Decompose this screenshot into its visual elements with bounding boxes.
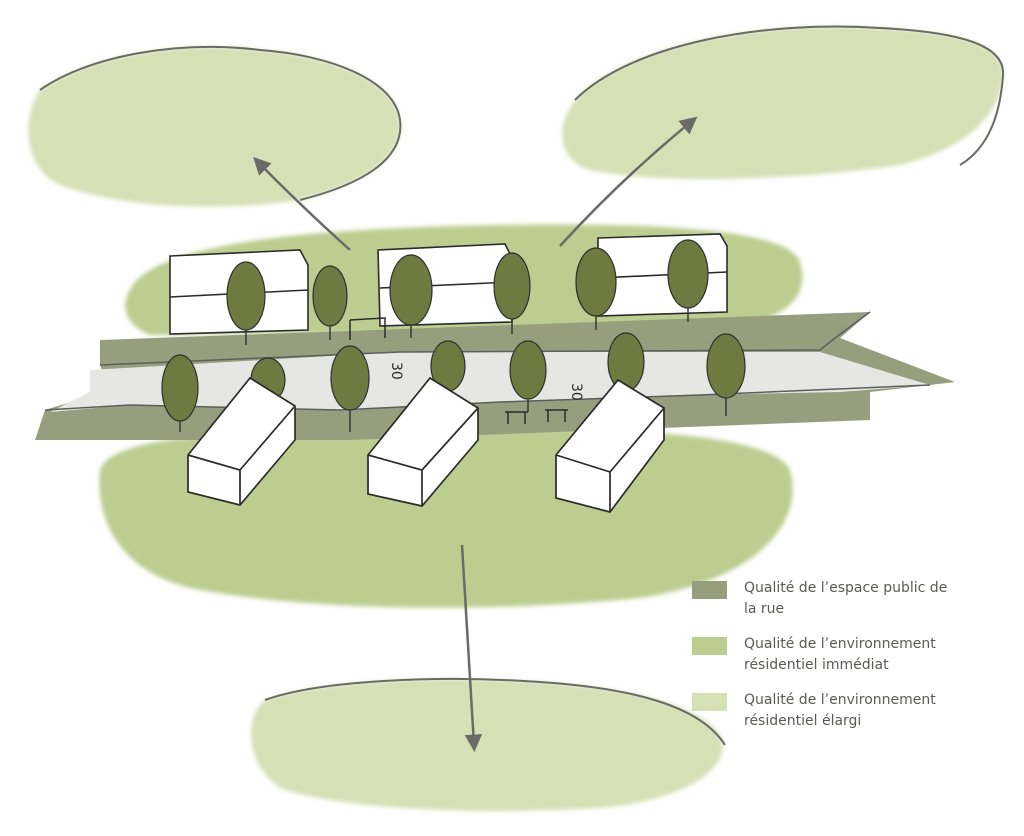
bench-north [349, 317, 386, 340]
legend-label-immediate: Qualité de l’environnement résidentiel i… [744, 636, 936, 673]
legend-swatch-immediate [692, 637, 727, 655]
bench-south-1 [505, 411, 528, 424]
house-south-2 [367, 376, 479, 507]
legend-swatch-extended [692, 693, 727, 711]
legend-swatch-street [692, 581, 727, 599]
house-south-3 [555, 378, 665, 513]
house-south-1 [187, 376, 296, 506]
arrow-to-bottom [460, 544, 483, 752]
legend-item-street: Qualité de l’espace public de la rue [692, 578, 1012, 620]
extended-zone-top-right [562, 26, 1004, 180]
road-marking-30-west: 30 [388, 362, 404, 380]
arrow-to-top-right [559, 116, 698, 247]
extended-zone-bottom [251, 679, 723, 811]
legend: Qualité de l’espace public de la rue Qua… [692, 578, 1012, 746]
extended-zone-top-right-outline [574, 25, 1005, 166]
bench-south-2 [545, 409, 568, 422]
arrow-to-top-left [253, 156, 351, 251]
legend-label-street: Qualité de l’espace public de la rue [744, 580, 948, 617]
trees-street-row [161, 332, 746, 422]
trees-north-row [226, 239, 709, 331]
legend-item-immediate: Qualité de l’environnement résidentiel i… [692, 634, 1012, 676]
legend-item-extended: Qualité de l’environnement résidentiel é… [692, 690, 1012, 732]
road-marking-30-east: 30 [568, 383, 584, 401]
extended-zone-top-left [28, 46, 401, 207]
tree-trunks [179, 308, 727, 432]
extended-zone-top-left-outline [39, 45, 402, 201]
legend-label-extended: Qualité de l’environnement résidentiel é… [744, 692, 936, 729]
extended-zone-bottom-outline [264, 678, 726, 746]
road-edge-north [99, 311, 871, 366]
